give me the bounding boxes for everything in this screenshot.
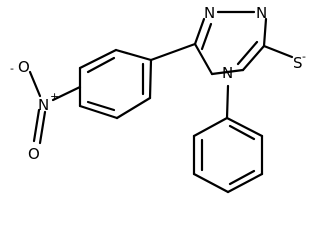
bond	[78, 48, 118, 70]
bond	[148, 58, 153, 100]
atom-label: N	[38, 96, 49, 114]
bond	[210, 68, 245, 76]
bond	[226, 172, 264, 194]
thiolate-group: S -	[262, 44, 306, 72]
atom-label: O	[18, 58, 30, 76]
charge-label: +	[50, 90, 59, 103]
bond	[78, 104, 119, 120]
bond	[32, 108, 41, 143]
bond	[192, 116, 229, 138]
bond	[28, 70, 42, 98]
bond	[200, 22, 213, 51]
molecule-structure: - O N + O N N N S -	[10, 4, 306, 194]
structure-canvas: - O N + O N N N S -	[10, 4, 306, 194]
bond	[262, 17, 268, 48]
bond	[86, 56, 116, 74]
bond	[51, 85, 82, 102]
bond	[193, 17, 206, 46]
bond	[262, 44, 294, 59]
charge-label: -	[302, 50, 306, 63]
bond	[241, 44, 266, 72]
atom-label: O	[28, 145, 40, 163]
bond	[193, 42, 214, 76]
bond	[114, 48, 153, 62]
atom-label: S	[293, 54, 303, 72]
bond	[115, 96, 152, 120]
nitrophenyl-ring	[78, 48, 153, 120]
atom-label: N	[204, 4, 215, 22]
bond	[228, 124, 256, 141]
bond	[149, 42, 197, 62]
bond	[228, 169, 256, 186]
triazole-ring: N N N	[149, 4, 268, 82]
bond	[38, 110, 47, 145]
bond	[236, 40, 259, 66]
bond	[192, 172, 230, 194]
charge-label: -	[10, 62, 14, 75]
atom-label: N	[222, 64, 233, 82]
bond	[86, 100, 116, 112]
phenyl-ring	[192, 84, 264, 194]
bond	[225, 84, 230, 120]
bond	[225, 116, 264, 138]
nitro-group: - O N + O	[10, 58, 82, 163]
atom-label: N	[256, 4, 267, 22]
